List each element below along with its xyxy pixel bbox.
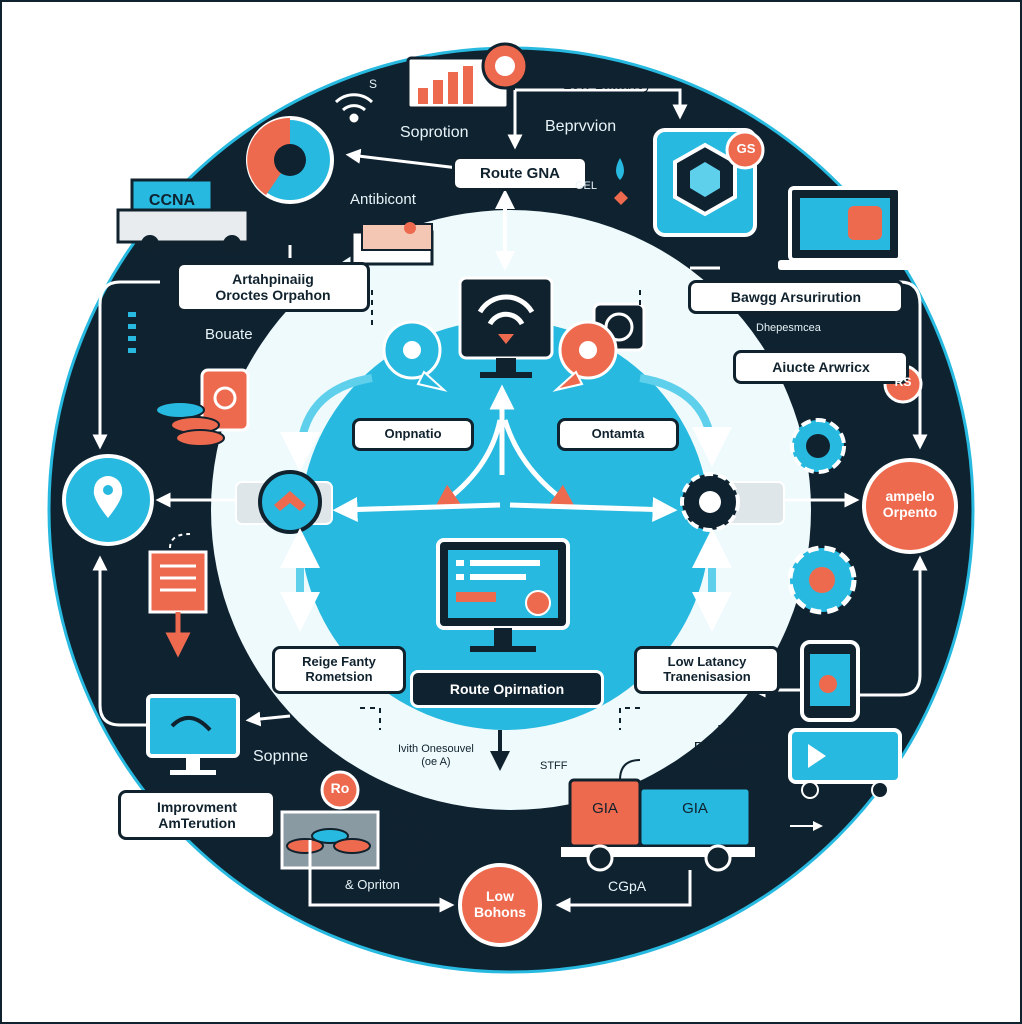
label-gs-badge: GS — [736, 141, 756, 156]
truck-connector — [619, 759, 641, 781]
center-arrows — [332, 384, 678, 522]
reige-box: Reige Fanty Rometsion — [272, 646, 406, 694]
left-hub-icon — [235, 470, 333, 534]
label-low-latency-top: Low Lattancy — [563, 76, 652, 93]
truck-icon-bottom — [559, 778, 757, 872]
label-ivith-note: Ivith Onesouvel (oe A) — [398, 743, 474, 768]
laptop-icon-right — [778, 186, 912, 270]
target-icon — [481, 42, 529, 90]
arrow-target-to-hexagon — [515, 88, 688, 120]
onpnatio-box: Onpnatio — [352, 418, 474, 451]
ro-badge — [320, 770, 360, 810]
arrow-left-loop-top — [92, 280, 160, 450]
dashed-guide-3 — [360, 707, 381, 730]
label-soprotion: Soprotion — [400, 124, 469, 141]
gear-icon-right-bottom — [787, 545, 857, 615]
label-cgpa: CGpA — [608, 878, 647, 894]
coral-bubble-icon — [552, 320, 618, 392]
dashed-guide-4 — [619, 707, 640, 730]
improvement-box: Improvment AmTerution — [118, 790, 276, 841]
curved-arrow-right — [639, 374, 732, 467]
phone-icon — [800, 640, 860, 722]
label-gel: GEL — [575, 180, 598, 192]
arrow-truck-to-bohons — [555, 870, 692, 913]
arrow-to-left-monitor — [245, 711, 291, 727]
label-fow: Fow Binagiin Guid suger — [394, 806, 444, 871]
arrow-route-to-donut — [345, 148, 459, 170]
label-bouate: Bouate — [205, 326, 253, 343]
route-optimization-box: Route Opirnation — [410, 670, 604, 709]
truck-icon-left — [116, 178, 250, 253]
coin-stack-icon — [155, 368, 250, 447]
arrow-right-loop-bottom — [860, 555, 928, 697]
label-ampelo: ampelo Orpento — [882, 488, 938, 521]
ontamta-box: Ontamta — [557, 418, 679, 451]
label-sopnne: Sopnne — [253, 748, 309, 765]
gear-icon-right-top — [790, 418, 846, 474]
dashed-connector-left — [169, 533, 191, 549]
label-beprivation: Beprvvion — [545, 118, 617, 135]
label-cena-truck: CCNA — [148, 192, 196, 209]
donut-chart-icon — [246, 116, 334, 204]
label-antibiont: Antibicont — [350, 191, 416, 208]
arrow-coins-to-bohons — [308, 840, 455, 913]
bawgg-box: Bawgg Arsurirution — [688, 280, 904, 315]
label-s-top: S — [369, 77, 378, 91]
coins-box-icon — [280, 810, 380, 870]
label-rs-badge: RS — [894, 375, 912, 389]
papers-stack-icon — [350, 222, 434, 266]
low-latency-box: Low Latancy Tranenisasion — [634, 646, 780, 694]
dashboard-monitor-icon — [436, 538, 570, 652]
ampelo-circle — [862, 458, 958, 554]
arrow-left-loop-bottom — [92, 555, 150, 727]
wifi-monitor-icon — [458, 276, 554, 378]
right-hub-icon — [680, 472, 785, 532]
label-ro-badge: Ro — [330, 780, 350, 796]
hexagon-block-icon — [653, 128, 757, 237]
label-dict: Dict Presoronty Riap — [693, 722, 767, 774]
label-option: & Opriton — [345, 877, 400, 892]
wifi-signal-icon — [334, 93, 374, 123]
location-pin-icon — [62, 454, 154, 546]
aiucte-box: Aiucte Arwricx — [733, 350, 909, 385]
low-bohons-circle — [458, 863, 542, 947]
video-panel-icon — [788, 728, 902, 799]
label-bg-note: Dhepesmcea — [756, 322, 821, 334]
label-stfe-note: STFF — [540, 760, 568, 772]
label-gia-right: GIA — [682, 800, 708, 817]
label-low-bohons: Low Bohons — [473, 888, 527, 921]
cyan-bubble-icon — [382, 320, 448, 392]
document-down-icon — [148, 550, 208, 658]
label-gia-left: GIA — [592, 800, 618, 817]
desktop-monitor-icon-left — [146, 694, 240, 775]
dots-column-icon — [128, 312, 136, 353]
route-gna-box: Route GNA — [452, 156, 588, 192]
curved-arrow-left — [280, 374, 373, 472]
gs-badge — [725, 130, 765, 170]
drop-icon — [614, 158, 628, 205]
ortho-box: Artahpinaiig Oroctes Orpahon — [176, 262, 370, 313]
